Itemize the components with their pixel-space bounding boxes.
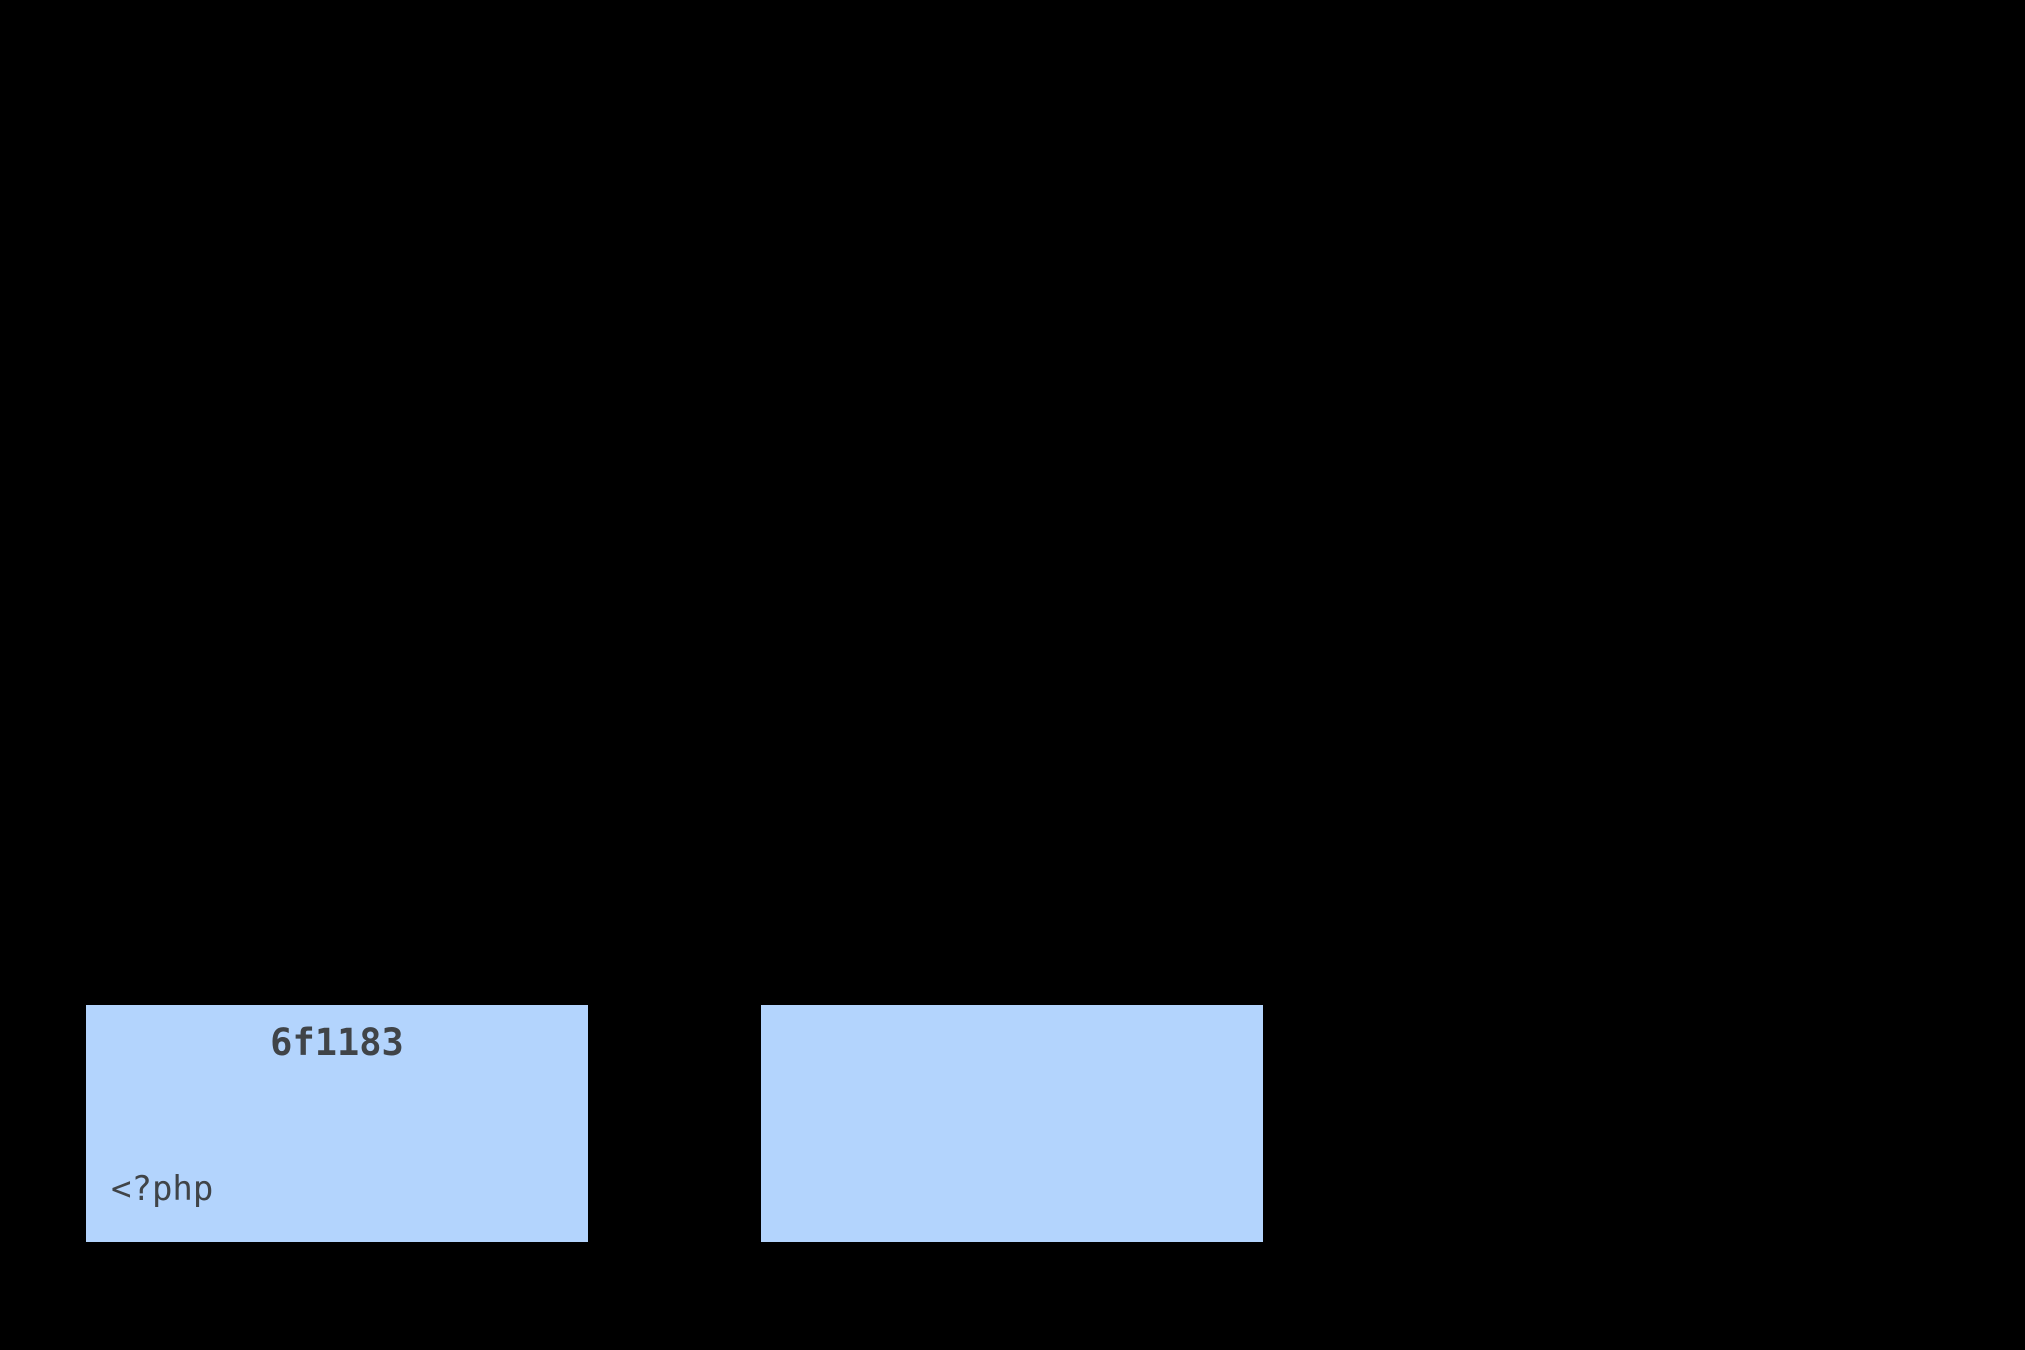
code-line: <?php xyxy=(111,1169,214,1209)
empty-panel[interactable] xyxy=(761,1005,1263,1242)
code-block: <?php echo “Hello World”; xyxy=(111,1087,500,1242)
snippet-id-label: 6f1183 xyxy=(270,1021,404,1064)
code-snippet-panel[interactable]: 6f1183 <?php echo “Hello World”; xyxy=(86,1005,588,1242)
